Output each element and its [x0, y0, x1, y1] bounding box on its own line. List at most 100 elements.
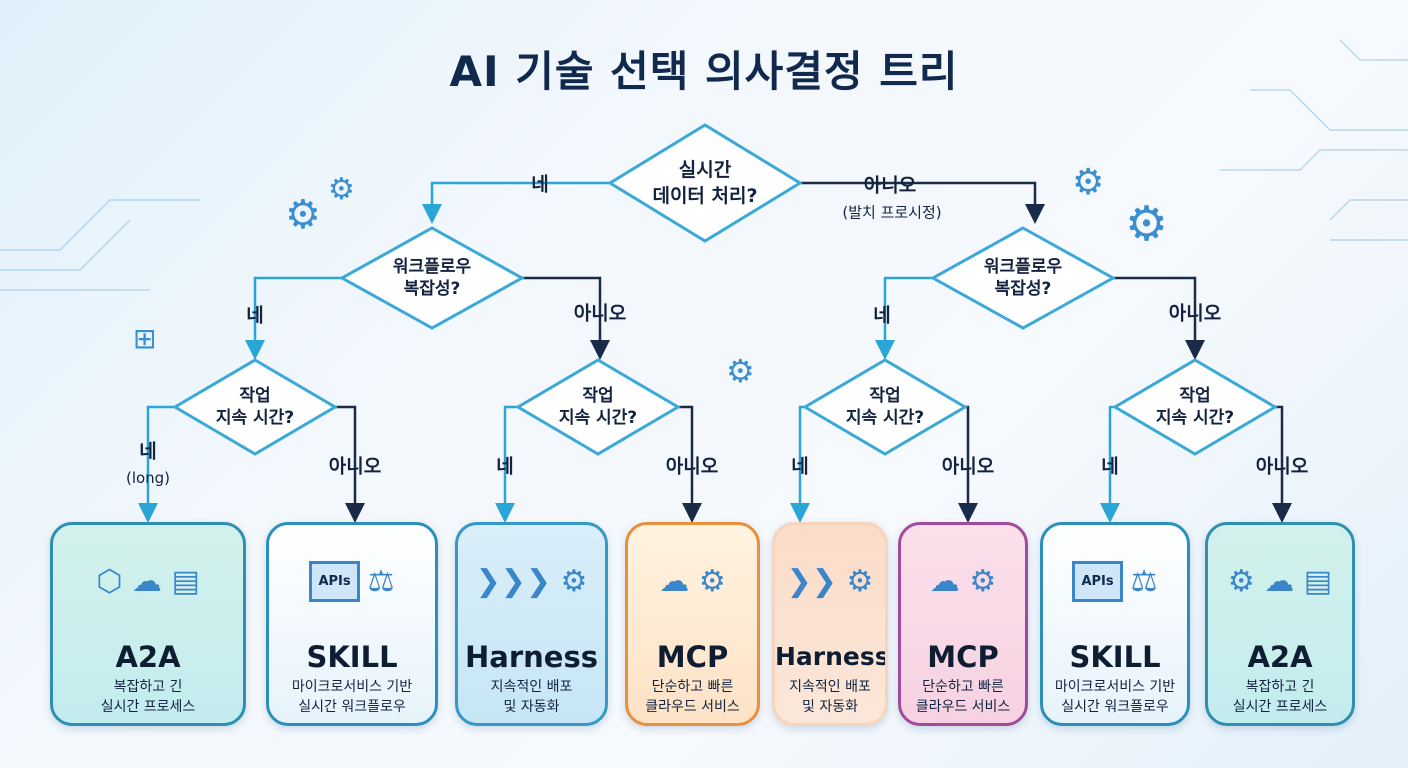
edge-l1b-no [1112, 276, 1205, 360]
question-line: 복잡성? [994, 279, 1052, 299]
diamond-l2-1 [172, 358, 338, 456]
gear-icon: ⚙ [1125, 196, 1169, 252]
question-line: 지속 시간? [1155, 408, 1235, 428]
question-l2-3: 작업 지속 시간? [846, 385, 924, 429]
network-database-icon: ⬡ ☁ ▤ [96, 563, 200, 599]
question-line: 데이터 처리? [652, 185, 758, 207]
question-line: 지속 시간? [215, 408, 295, 428]
circuit-decoration [0, 39, 1408, 291]
cloud-upload-icon: ☁ ⚙ [659, 563, 726, 599]
card-desc: 및 자동화 [503, 699, 560, 715]
question-line: 실시간 [678, 159, 732, 181]
label-yes: 네 [496, 455, 514, 478]
card-desc: 지속적인 배포 [490, 679, 573, 695]
label-no: 아니오 [1255, 455, 1309, 478]
card-desc: 복잡하고 긴 [113, 679, 183, 695]
card-desc: 실시간 프로세스 [1232, 699, 1328, 715]
diamond-l2-2 [515, 358, 681, 456]
question-line: 복잡성? [403, 279, 461, 299]
label-yes: 네 [531, 173, 549, 196]
card-name: MCP [927, 640, 999, 674]
card-desc: 클라우드 서비스 [645, 699, 740, 715]
diamond-l1-left [338, 226, 526, 330]
question-line: 작업 [239, 386, 271, 406]
edge-l1a-no [520, 276, 610, 360]
hierarchy-icon: ⊞ [133, 322, 157, 355]
edge-root-no [798, 181, 1045, 224]
edge-l1a-yes [245, 276, 345, 360]
card-desc: 복잡하고 긴 [1245, 679, 1315, 695]
label-no: 아니오 [1168, 302, 1222, 325]
edge-l1b-yes [875, 276, 935, 360]
question-line: 워크플로우 [983, 257, 1063, 277]
label-no: 아니오 [941, 455, 995, 478]
card-name: SKILL [306, 640, 398, 674]
gear-icon: ⚙ [285, 192, 321, 238]
label-yes: 네 [873, 304, 891, 327]
question-line: 작업 [582, 386, 614, 406]
label-no: 아니오 [328, 455, 382, 478]
label-yes: 네 [139, 440, 157, 463]
question-line: 작업 [869, 386, 901, 406]
card-desc: 실시간 워크플로우 [1061, 699, 1169, 715]
label-no: 아니오 [665, 455, 719, 478]
browser-gear-icon: ⚙ [726, 352, 755, 390]
monitor-apis-icon: APIs⚖ [1043, 525, 1187, 637]
question-line: 작업 [1179, 386, 1211, 406]
card-name: MCP [656, 640, 729, 674]
question-line: 워크플로우 [392, 257, 472, 277]
label-no-note: (발치 프로시정) [842, 203, 942, 222]
question-l2-2: 작업 지속 시간? [559, 385, 637, 429]
edge-root-yes [422, 181, 612, 224]
card-name: SKILL [1069, 640, 1161, 674]
card-desc: 실시간 워크플로우 [298, 699, 406, 715]
question-line: 지속 시간? [845, 408, 925, 428]
cloud-upload-icon: ☁ ⚙ [929, 563, 997, 599]
pipeline-icon: ❯❯ ⚙ [786, 563, 874, 599]
diamond-l2-3 [802, 358, 968, 456]
card-desc: 단순하고 빠른 [922, 679, 1004, 695]
apis-text: APIs [309, 560, 360, 602]
question-root: 실시간 데이터 처리? [652, 157, 757, 209]
question-line: 지속 시간? [558, 408, 638, 428]
card-name: Harness [775, 642, 888, 671]
page-title: AI 기술 선택 의사결정 트리 [449, 47, 959, 96]
card-desc: 실시간 프로세스 [100, 699, 196, 715]
apis-text: APIs [1072, 560, 1123, 602]
gear-icon: ⚙ [1072, 162, 1105, 203]
network-database-icon: ⚙ ☁ ▤ [1227, 563, 1333, 599]
label-yes: 네 [1101, 455, 1119, 478]
pipeline-icon: ❯❯❯ ⚙ [475, 563, 588, 599]
diamond-l1-right [929, 226, 1117, 330]
label-no: 아니오 [863, 174, 917, 197]
label-no: 아니오 [573, 302, 627, 325]
gear-icon: ⚙ [328, 172, 355, 207]
card-name: Harness [465, 640, 598, 674]
card-name: A2A [115, 640, 181, 674]
card-desc: 단순하고 빠른 [651, 679, 734, 695]
card-desc: 클라우드 서비스 [915, 699, 1011, 715]
question-l1-right: 워크플로우 복잡성? [984, 256, 1062, 300]
card-desc: 마이크로서비스 기반 [291, 679, 413, 695]
question-l1-left: 워크플로우 복잡성? [393, 256, 471, 300]
question-l2-1: 작업 지속 시간? [216, 385, 294, 429]
card-name: A2A [1247, 640, 1313, 674]
diamond-l2-4 [1112, 358, 1278, 456]
question-l2-4: 작업 지속 시간? [1156, 385, 1234, 429]
label-yes: 네 [246, 304, 264, 327]
diamond-root [607, 123, 803, 243]
card-desc: 지속적인 배포 [789, 679, 871, 695]
label-yes: 네 [791, 455, 809, 478]
monitor-apis-icon: APIs⚖ [269, 525, 435, 637]
label-yes-note: (long) [125, 469, 171, 487]
card-desc: 및 자동화 [802, 699, 858, 715]
